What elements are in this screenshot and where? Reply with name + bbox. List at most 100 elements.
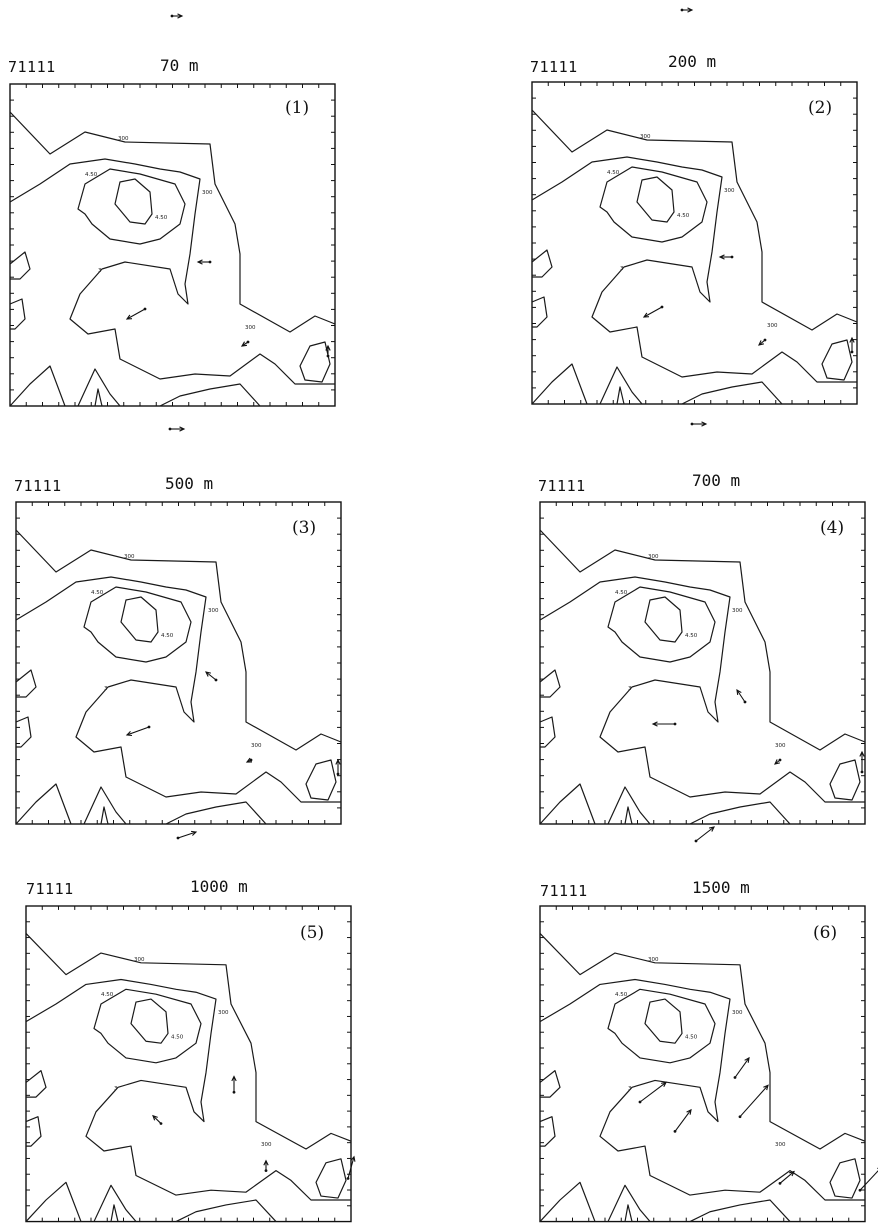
map-frame: [25, 905, 352, 1223]
arrow-head: [152, 1114, 158, 1121]
contour-line: [531, 109, 858, 331]
contour-line: [539, 576, 865, 803]
contour-label: 300: [208, 608, 219, 614]
station-dot: [246, 340, 250, 344]
panel-number: (5): [300, 923, 325, 943]
contour-line: [607, 586, 716, 663]
wind-arrow: [643, 306, 663, 318]
arrow-head: [736, 688, 742, 696]
arrow-head: [335, 758, 341, 765]
contour-line: [539, 529, 866, 751]
wind-arrow: [674, 1109, 692, 1132]
contour-label: 4.50: [685, 633, 698, 639]
contour-label: 4.50: [91, 590, 104, 596]
contour-line: [539, 978, 865, 1201]
arrow-head: [240, 341, 248, 347]
station-dot: [858, 1188, 862, 1192]
wind-arrow: [734, 1057, 750, 1078]
arrow-head: [263, 1159, 269, 1166]
station-dot: [730, 255, 734, 259]
contour-label: 300: [732, 608, 743, 614]
contour-line: [15, 669, 37, 698]
panel-altitude: 70 m: [160, 56, 199, 75]
wind-arrow: [152, 1115, 162, 1124]
station-dot: [336, 772, 340, 776]
contour-line: [539, 716, 556, 748]
station-dot: [326, 354, 330, 358]
contour-line: [25, 978, 351, 1201]
contour-label: 3: [114, 1086, 118, 1092]
contour-line: [25, 1116, 42, 1147]
panel-id: 71111: [8, 58, 56, 76]
map-frame: [531, 81, 858, 405]
contour-line: [9, 298, 26, 330]
station-dot: [208, 260, 212, 264]
contour-line: [15, 529, 342, 751]
contour-line: [599, 166, 708, 243]
arrow-head: [763, 1084, 769, 1091]
contour-line: [539, 1181, 791, 1223]
contour-line: [114, 178, 153, 225]
station-dot: [249, 758, 253, 762]
panel-altitude: 500 m: [165, 474, 214, 493]
contour-label: 4.50: [171, 1034, 184, 1040]
station-dot: [673, 722, 677, 726]
panel-number: (4): [820, 518, 845, 538]
contour-line: [130, 998, 169, 1044]
contour-line: [25, 1070, 47, 1098]
contour-label: 4.50: [615, 992, 628, 998]
contour-line: [77, 168, 186, 245]
station-dot: [673, 1130, 677, 1133]
panel-altitude: 1500 m: [692, 878, 750, 897]
panel-number: (2): [808, 98, 833, 118]
contour-label: 3: [104, 686, 108, 692]
map-frame: [539, 905, 866, 1223]
contour-label: 4.50: [161, 633, 174, 639]
contour-label: 300: [775, 743, 786, 749]
contour-label: 300: [134, 957, 145, 963]
arrow-head: [789, 1170, 795, 1177]
panel-number: (6): [813, 923, 838, 943]
panel-number: (1): [285, 98, 310, 118]
contour-line: [531, 249, 553, 278]
contour-line: [9, 365, 261, 407]
arrow-head: [849, 336, 855, 343]
arrow-head: [660, 1081, 668, 1088]
station-dot: [738, 1115, 742, 1119]
panel-altitude: 700 m: [692, 471, 741, 490]
contour-label: 300: [218, 1010, 229, 1016]
contour-line: [531, 363, 783, 405]
arrow-head: [205, 671, 211, 677]
station-dot: [147, 725, 151, 729]
contour-line: [315, 1158, 347, 1199]
contour-label: 4.50: [615, 590, 628, 596]
arrow-head: [350, 1155, 356, 1162]
wind-arrow: [347, 1156, 355, 1179]
station-dot: [763, 338, 767, 342]
station-dot: [860, 770, 864, 774]
contour-label: 300: [124, 554, 135, 560]
contour-line: [299, 341, 331, 383]
contour-label: 3: [628, 686, 632, 692]
panel-id: 71111: [540, 882, 588, 900]
station-dot: [159, 1122, 163, 1125]
contour-line: [829, 1158, 861, 1199]
map-frame: [15, 501, 342, 825]
contour-line: [539, 783, 791, 825]
wind-arrow: [126, 726, 150, 736]
contour-line: [539, 1070, 561, 1098]
contour-label: 300: [245, 325, 256, 331]
wind-arrow: [779, 1171, 795, 1184]
contour-label: 3: [628, 1086, 632, 1092]
contour-label: 300: [724, 188, 735, 194]
station-dot: [743, 700, 747, 704]
contour-label: 4.50: [101, 992, 114, 998]
